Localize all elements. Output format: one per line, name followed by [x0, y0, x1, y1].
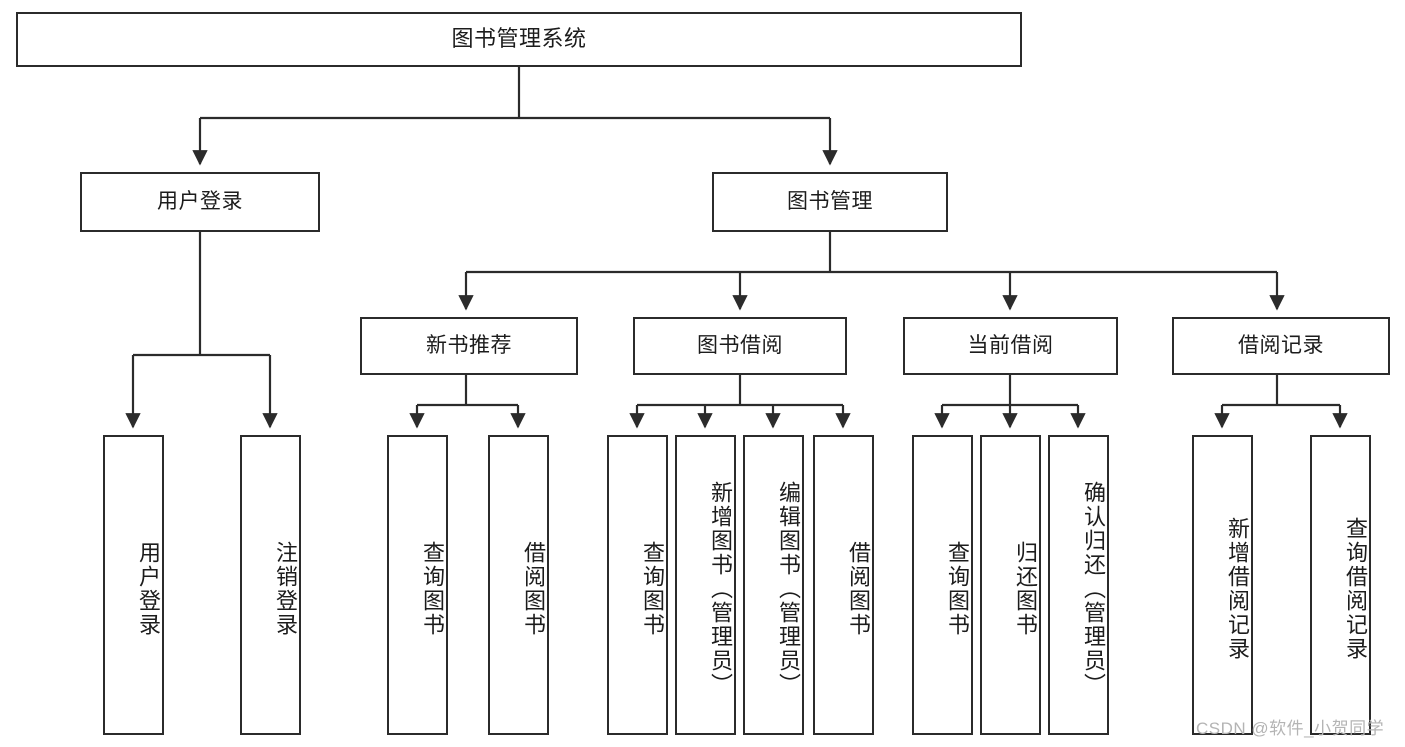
- node-label: 借阅图书: [521, 541, 546, 637]
- csdn-watermark: CSDN @软件_小贺同学: [1196, 719, 1385, 738]
- leaf-add-borrow-record[interactable]: 新增借阅记录: [1192, 435, 1253, 735]
- node-label: 查询图书: [420, 541, 445, 637]
- leaf-confirm-return-admin[interactable]: 确认归还（管理员）: [1048, 435, 1109, 735]
- node-label: 注销登录: [273, 541, 298, 637]
- node-book-manage[interactable]: 图书管理: [712, 172, 948, 232]
- node-label: 查询借阅记录: [1343, 517, 1368, 661]
- leaf-borrow-book-2[interactable]: 借阅图书: [813, 435, 874, 735]
- node-label: 当前借阅: [967, 334, 1054, 358]
- node-label: 图书管理系统: [451, 26, 587, 52]
- leaf-return-book[interactable]: 归还图书: [980, 435, 1041, 735]
- node-label: 确认归还（管理员）: [1081, 481, 1106, 697]
- leaf-query-borrow-record[interactable]: 查询借阅记录: [1310, 435, 1371, 735]
- leaf-query-book-3[interactable]: 查询图书: [912, 435, 973, 735]
- node-label: 查询图书: [945, 541, 970, 637]
- leaf-edit-book-admin[interactable]: 编辑图书（管理员）: [743, 435, 804, 735]
- leaf-borrow-book-1[interactable]: 借阅图书: [488, 435, 549, 735]
- leaf-query-book-2[interactable]: 查询图书: [607, 435, 668, 735]
- node-label: 新书推荐: [426, 334, 512, 358]
- leaf-query-book-1[interactable]: 查询图书: [387, 435, 448, 735]
- node-borrow-record[interactable]: 借阅记录: [1172, 317, 1390, 375]
- node-label: 新增借阅记录: [1225, 517, 1250, 661]
- leaf-user-login[interactable]: 用户登录: [103, 435, 164, 735]
- node-current-borrow[interactable]: 当前借阅: [903, 317, 1118, 375]
- node-label: 查询图书: [640, 541, 665, 637]
- node-book-borrow[interactable]: 图书借阅: [633, 317, 847, 375]
- node-label: 用户登录: [157, 190, 243, 214]
- node-label: 图书借阅: [697, 334, 783, 358]
- node-label: 借阅图书: [846, 541, 871, 637]
- node-label: 图书管理: [787, 190, 873, 214]
- node-new-book-recommend[interactable]: 新书推荐: [360, 317, 578, 375]
- leaf-add-book-admin[interactable]: 新增图书（管理员）: [675, 435, 736, 735]
- leaf-logout[interactable]: 注销登录: [240, 435, 301, 735]
- node-label: 归还图书: [1013, 541, 1038, 637]
- node-label: 编辑图书（管理员）: [776, 481, 801, 697]
- node-label: 借阅记录: [1238, 334, 1324, 358]
- node-label: 用户登录: [136, 541, 161, 637]
- node-label: 新增图书（管理员）: [708, 481, 733, 697]
- node-user-login[interactable]: 用户登录: [80, 172, 320, 232]
- node-root-system[interactable]: 图书管理系统: [16, 12, 1022, 67]
